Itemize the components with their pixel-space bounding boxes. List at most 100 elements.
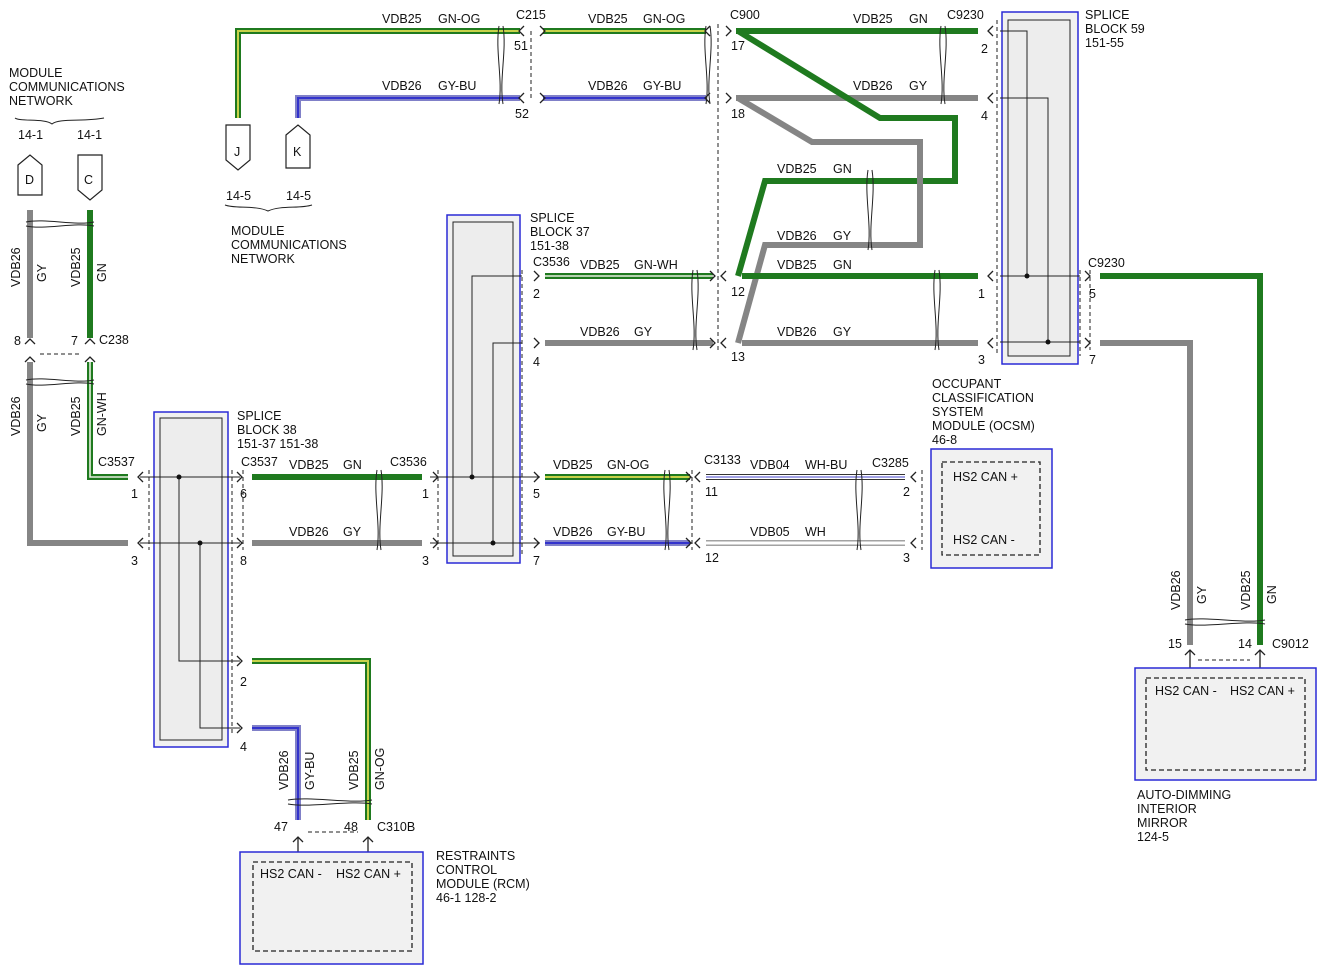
svg-text:14: 14 <box>1238 637 1252 651</box>
svg-text:6: 6 <box>240 487 247 501</box>
connector-c310b: C310B <box>377 820 415 834</box>
svg-text:46-8: 46-8 <box>932 433 957 447</box>
network-connector-d: D <box>17 154 43 196</box>
svg-text:GN-WH: GN-WH <box>95 392 109 436</box>
wire-c900-gn-cross <box>735 28 958 277</box>
splice-block-59-title: SPLICE BLOCK 59 151-55 <box>1085 8 1145 50</box>
svg-text:SPLICE: SPLICE <box>1085 8 1129 22</box>
svg-text:BLOCK 38: BLOCK 38 <box>237 423 297 437</box>
svg-text:11: 11 <box>705 485 718 499</box>
ocsm-pin-plus: HS2 CAN + <box>953 470 1018 484</box>
svg-text:GN-OG: GN-OG <box>643 12 685 26</box>
wire-vdb26-gy-mirror <box>1100 340 1193 645</box>
mirror-pin-plus: HS2 CAN + <box>1230 684 1295 698</box>
svg-text:VDB25: VDB25 <box>69 247 83 287</box>
connector-c900: C900 <box>730 8 760 22</box>
top-network-title-line: NETWORK <box>231 252 296 266</box>
splice-block-37-title: SPLICE BLOCK 37 151-38 <box>530 211 590 253</box>
svg-text:BLOCK 37: BLOCK 37 <box>530 225 590 239</box>
svg-text:SPLICE: SPLICE <box>237 409 281 423</box>
svg-text:5: 5 <box>533 487 540 501</box>
svg-text:GY-BU: GY-BU <box>607 525 645 539</box>
top-network-ref: 14-5 <box>286 189 311 203</box>
left-network-title: MODULE COMMUNICATIONS NETWORK 14-1 14-1 <box>9 66 125 142</box>
svg-text:4: 4 <box>981 109 988 123</box>
top-network-title-line: COMMUNICATIONS <box>231 238 347 252</box>
connector-c3536: C3536 <box>533 255 570 269</box>
svg-text:1: 1 <box>978 287 985 301</box>
svg-text:VDB26: VDB26 <box>853 79 893 93</box>
svg-text:3: 3 <box>978 353 985 367</box>
svg-text:3: 3 <box>422 554 429 568</box>
connector-dash-lines <box>40 24 1250 833</box>
svg-text:3: 3 <box>131 554 138 568</box>
svg-text:GN: GN <box>95 263 109 282</box>
svg-text:GY: GY <box>634 325 653 339</box>
svg-text:8: 8 <box>240 554 247 568</box>
svg-text:VDB25: VDB25 <box>853 12 893 26</box>
svg-text:151-38: 151-38 <box>530 239 569 253</box>
wire-c900-gy-cross <box>735 95 923 344</box>
svg-text:4: 4 <box>240 740 247 754</box>
svg-text:151-37 151-38: 151-37 151-38 <box>237 437 318 451</box>
svg-text:GN: GN <box>833 258 852 272</box>
connector-c215: C215 <box>516 8 546 22</box>
connector-c3537: C3537 <box>98 455 135 469</box>
svg-text:47: 47 <box>274 820 288 834</box>
svg-text:VDB04: VDB04 <box>750 458 790 472</box>
svg-text:GY: GY <box>909 79 928 93</box>
wire-vdb25-gn-og-top <box>235 28 520 118</box>
splice-block-38-title: SPLICE BLOCK 38 151-37 151-38 <box>237 409 318 451</box>
svg-text:OCCUPANT: OCCUPANT <box>932 377 1002 391</box>
rcm-pin-plus: HS2 CAN + <box>336 867 401 881</box>
connector-c9012: C9012 <box>1272 637 1309 651</box>
svg-text:WH: WH <box>805 525 826 539</box>
rcm-title: RESTRAINTS CONTROL MODULE (RCM) 46-1 128… <box>436 849 530 905</box>
svg-text:GY: GY <box>343 525 362 539</box>
svg-text:15: 15 <box>1168 637 1182 651</box>
svg-text:VDB26: VDB26 <box>580 325 620 339</box>
wire-vdb26-gy-bu-top <box>295 95 520 118</box>
svg-text:VDB26: VDB26 <box>289 525 329 539</box>
pin-numbers: 51 52 17 18 2 4 12 13 1 3 5 7 2 4 5 7 11… <box>14 39 1252 834</box>
connector-c3537: C3537 <box>241 455 278 469</box>
splice-block-38 <box>140 411 240 748</box>
svg-text:2: 2 <box>981 42 988 56</box>
ocsm-title: OCCUPANT CLASSIFICATION SYSTEM MODULE (O… <box>932 377 1035 447</box>
svg-text:GN-OG: GN-OG <box>607 458 649 472</box>
rcm-module: HS2 CAN - HS2 CAN + <box>239 851 424 965</box>
top-network-title-line: MODULE <box>231 224 284 238</box>
svg-text:VDB26: VDB26 <box>9 247 23 287</box>
svg-text:AUTO-DIMMING: AUTO-DIMMING <box>1137 788 1231 802</box>
svg-text:12: 12 <box>731 285 745 299</box>
connector-c3285: C3285 <box>872 456 909 470</box>
vertical-wire-labels: VDB26 GY VDB25 GN VDB26 GY VDB25 GN-WH V… <box>9 247 1279 790</box>
svg-text:12: 12 <box>705 551 719 565</box>
wire-vdb25-gn-og-rcm <box>252 658 371 820</box>
svg-text:7: 7 <box>533 554 540 568</box>
network-connector-c: C <box>77 154 103 201</box>
svg-text:GN: GN <box>833 162 852 176</box>
connector-d-label: D <box>25 173 34 187</box>
svg-text:VDB26: VDB26 <box>9 396 23 436</box>
svg-text:VDB25: VDB25 <box>347 750 361 790</box>
svg-text:MIRROR: MIRROR <box>1137 816 1188 830</box>
wire-vdb26-gy-bu-rcm <box>252 725 301 820</box>
svg-text:13: 13 <box>731 350 745 364</box>
svg-text:VDB26: VDB26 <box>588 79 628 93</box>
svg-text:WH-BU: WH-BU <box>805 458 847 472</box>
svg-text:46-1 128-2: 46-1 128-2 <box>436 891 497 905</box>
svg-text:VDB25: VDB25 <box>553 458 593 472</box>
connector-c-label: C <box>84 173 93 187</box>
connector-c238: C238 <box>99 333 129 347</box>
svg-text:MODULE (RCM): MODULE (RCM) <box>436 877 530 891</box>
svg-text:1: 1 <box>422 487 429 501</box>
svg-text:151-55: 151-55 <box>1085 36 1124 50</box>
svg-text:124-5: 124-5 <box>1137 830 1169 844</box>
svg-text:VDB25: VDB25 <box>580 258 620 272</box>
svg-text:VDB26: VDB26 <box>1169 570 1183 610</box>
ocsm-pin-minus: HS2 CAN - <box>953 533 1015 547</box>
svg-text:VDB25: VDB25 <box>777 162 817 176</box>
svg-text:GN-OG: GN-OG <box>373 748 387 790</box>
